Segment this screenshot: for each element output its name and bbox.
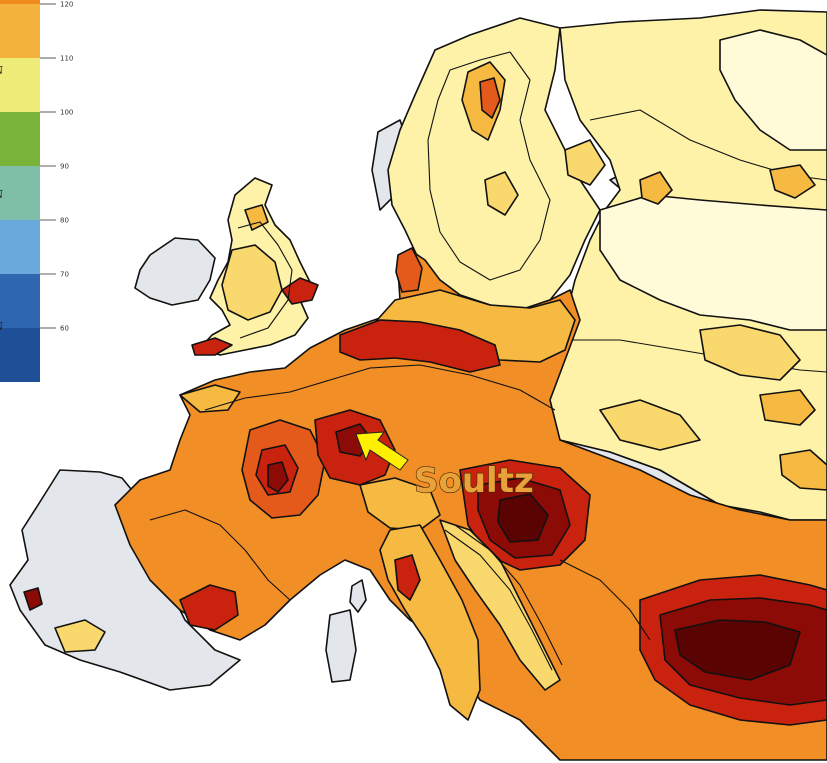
contour-line (149, 509, 291, 601)
hotspot-east-2 (699, 324, 801, 381)
soultz-label: Soultz (414, 461, 534, 501)
legend-band-95 (0, 112, 40, 166)
contour-line (559, 559, 651, 641)
legend-tick-label: 70 (60, 271, 69, 279)
legend-tick-label: 110 (60, 55, 73, 63)
no-data-area-corsica (349, 579, 367, 613)
hotspot-iberia-west (23, 587, 43, 611)
legend-colorbar: 120 110 100 90 80 70 60 (0, 0, 73, 382)
zone-pale-east (599, 194, 827, 331)
soultz-marker: Soultz (355, 431, 534, 502)
contour-line (204, 364, 556, 411)
region-scandinavia (387, 17, 606, 311)
hotspot-britain-3 (244, 204, 269, 231)
region-central-europe (23, 247, 827, 761)
legend-tick-label: 120 (60, 1, 73, 9)
hotspot-north-germany (339, 319, 501, 373)
legend-tick-label: 80 (60, 217, 69, 225)
hotspot-scandinavia-2 (479, 77, 501, 119)
zone-pale-northeast (719, 29, 827, 151)
hotspot-scandinavia-4 (564, 139, 606, 186)
region-british-isles (191, 177, 319, 356)
no-data-area-ireland (134, 237, 216, 306)
hotspot-denmark (395, 247, 423, 293)
legend-tick-label: 60 (60, 325, 69, 333)
arrow-icon (355, 431, 409, 471)
parallel-label: °N (0, 320, 4, 333)
hotspot-britain-2 (191, 337, 233, 356)
region-eastern-plain (539, 9, 827, 521)
zone-britain-mid (221, 244, 283, 321)
legend-band-85 (0, 166, 40, 220)
zone-anatolia-center (674, 619, 801, 681)
hotspot-iberia-south (54, 619, 106, 653)
hotspot-france-2 (267, 461, 289, 493)
zone-alpine-pale (359, 477, 441, 531)
hotspot-tuscany (394, 554, 421, 601)
contour-line (427, 51, 551, 281)
zone-pannonian-center (497, 493, 549, 543)
legend-band-65 (0, 274, 40, 328)
hotspot-east-1 (639, 171, 673, 205)
hotspot-east-4 (599, 399, 701, 451)
parallel-label: °N (0, 64, 4, 77)
hotspot-east-5 (769, 164, 816, 199)
hotspot-iberia-east (179, 584, 239, 631)
hotspot-britain-1 (281, 277, 319, 305)
legend-band-55 (0, 328, 40, 382)
contour-line (454, 524, 563, 666)
legend-band-75 (0, 220, 40, 274)
parallel-label: °N (0, 188, 4, 201)
legend-tick-label: 100 (60, 109, 73, 117)
legend-band-125 (0, 0, 40, 4)
no-data-area-sardinia (325, 609, 357, 683)
hotspot-east-3 (759, 389, 816, 426)
legend-band-105 (0, 58, 40, 112)
legend-tick-label: 90 (60, 163, 69, 171)
contour-line (444, 529, 553, 671)
hotspot-scandinavia-3 (484, 171, 519, 216)
contour-line (237, 221, 293, 339)
legend-band-115 (0, 4, 40, 58)
hotspot-east-6 (779, 449, 827, 491)
